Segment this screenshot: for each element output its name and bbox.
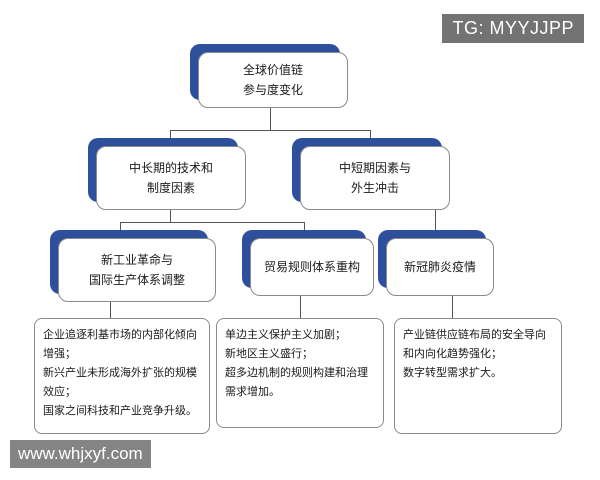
level3-node-c: 新冠肺炎疫情 — [386, 238, 494, 296]
detail-b-item-3: 超多边机制的规则构建和治理需求增加。 — [225, 366, 368, 398]
detail-box-a: 企业追逐利基市场的内部化倾向增强； 新兴产业未形成海外扩张的规模效应； 国家之间… — [34, 318, 210, 434]
detail-a-item-2: 新兴产业未形成海外扩张的规模效应； — [43, 366, 197, 398]
level2-node-right: 中短期因素与 外生冲击 — [300, 146, 450, 210]
level2-node-right-line2: 外生冲击 — [350, 181, 399, 195]
detail-a-item-3: 国家之间科技和产业竞争升级。 — [43, 404, 197, 417]
connector-level3-c-down — [452, 296, 453, 318]
watermark-top: TG: MYYJJPP — [442, 14, 584, 43]
detail-box-c: 产业链供应链布局的安全导向和内向化趋势强化； 数字转型需求扩大。 — [394, 318, 562, 434]
detail-c-item-1: 产业链供应链布局的安全导向和内向化趋势强化； — [403, 328, 546, 360]
watermark-bottom: www.whjxyf.com — [10, 440, 151, 468]
level3-node-a: 新工业革命与 国际生产体系调整 — [58, 238, 216, 302]
connector-left-level2-down — [170, 210, 171, 222]
level2-node-left: 中长期的技术和 制度因素 — [96, 146, 246, 210]
connector-to-left-level2 — [170, 130, 171, 144]
connector-to-level3-b — [304, 222, 305, 236]
detail-a-item-1: 企业追逐利基市场的内部化倾向增强； — [43, 328, 197, 360]
detail-c-item-2: 数字转型需求扩大。 — [403, 366, 502, 379]
root-node-line2: 参与度变化 — [242, 83, 303, 97]
connector-level3-horizontal — [120, 222, 304, 223]
detail-b-item-1: 单边主义保护主义加剧； — [225, 328, 346, 341]
level3-node-b: 贸易规则体系重构 — [250, 238, 374, 296]
root-node-line1: 全球价值链 — [242, 63, 303, 77]
detail-b-item-2: 新地区主义盛行； — [225, 347, 313, 360]
connector-right-level2-down — [435, 210, 436, 238]
connector-level3-b-down — [300, 296, 301, 318]
level3-node-b-line1: 贸易规则体系重构 — [263, 260, 360, 274]
connector-to-right-level2 — [370, 130, 371, 144]
level2-node-left-line2: 制度因素 — [146, 181, 195, 195]
connector-root-down — [270, 106, 271, 130]
level2-node-right-line1: 中短期因素与 — [338, 161, 411, 175]
connector-level2-horizontal — [170, 130, 370, 131]
detail-box-b: 单边主义保护主义加剧； 新地区主义盛行； 超多边机制的规则构建和治理需求增加。 — [216, 318, 384, 428]
level3-node-a-line1: 新工业革命与 — [100, 253, 173, 267]
level2-node-left-line1: 中长期的技术和 — [128, 161, 213, 175]
connector-level3-a-down — [110, 300, 111, 318]
level3-node-a-line2: 国际生产体系调整 — [88, 273, 185, 287]
connector-to-level3-a — [120, 222, 121, 236]
level3-node-c-line1: 新冠肺炎疫情 — [403, 260, 476, 274]
root-node: 全球价值链 参与度变化 — [198, 52, 348, 108]
